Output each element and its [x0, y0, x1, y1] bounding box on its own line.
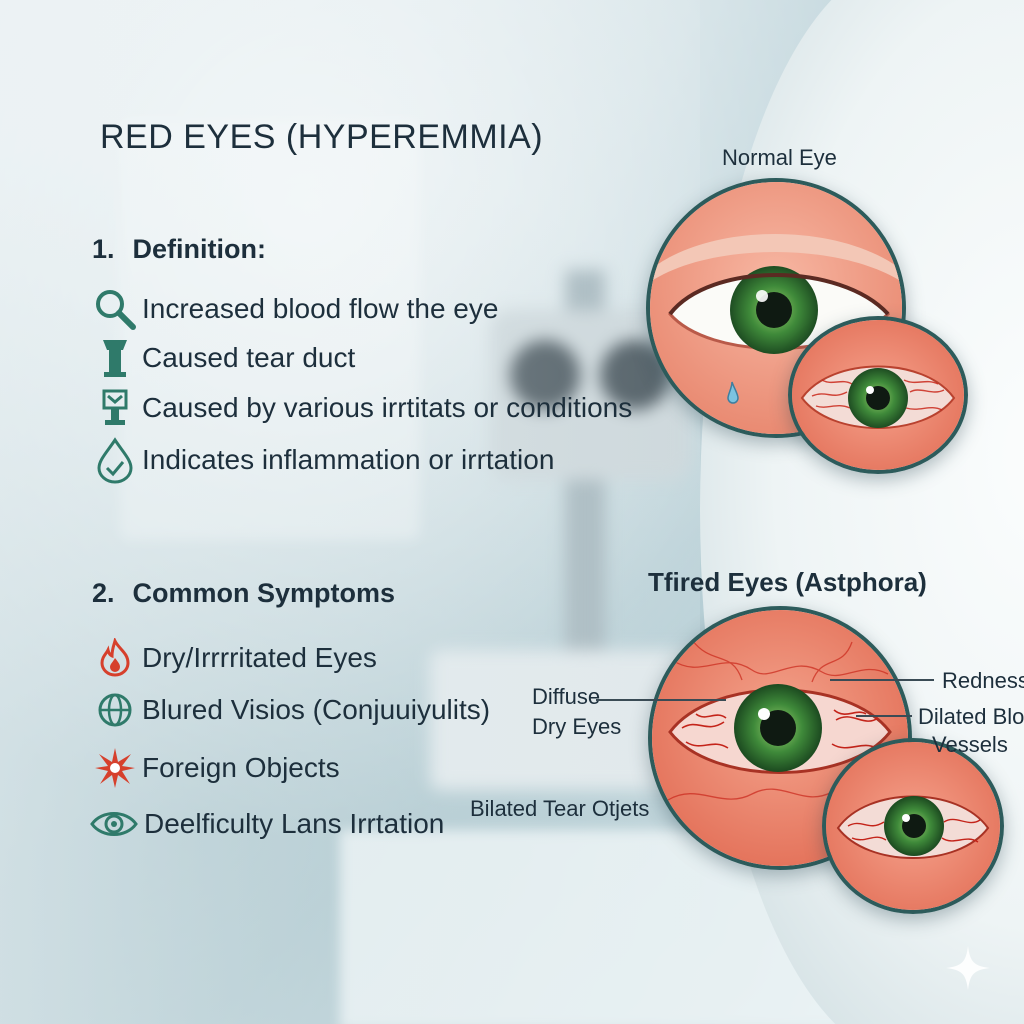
- symptoms-number: 2.: [92, 578, 115, 608]
- definition-item: Increased blood flow the eye: [92, 286, 498, 332]
- trophy-icon: [92, 385, 138, 431]
- drop-check-icon: [92, 437, 138, 484]
- symptoms-heading-text: Common Symptoms: [132, 578, 396, 608]
- background-veil: [0, 0, 700, 1024]
- definition-heading: 1. Definition:: [92, 234, 266, 265]
- tear-duct-icon: [92, 335, 138, 381]
- symptom-item-text: Dry/Irrrritated Eyes: [142, 642, 377, 673]
- red-eye-inset-bottom: [822, 738, 1004, 914]
- annotation-diffuse: Diffuse: [532, 684, 601, 709]
- symptom-item: Foreign Objects: [92, 745, 340, 791]
- normal-eye-circle: [646, 178, 906, 438]
- symptom-item: Dry/Irrrritated Eyes: [92, 635, 377, 681]
- tired-eyes-label: Tfired Eyes (Astphora): [648, 567, 927, 597]
- definition-item: Caused tear duct: [92, 335, 355, 381]
- annotation-leader-diffuse: [596, 699, 726, 701]
- annotation-leader-vessels: [856, 715, 912, 717]
- red-eye-inset-top: [788, 316, 968, 474]
- definition-item: Indicates inflammation or irrtation: [92, 437, 555, 484]
- definition-item-text: Caused by various irrtitats or condition…: [142, 392, 633, 423]
- annotation-leader-redness: [830, 679, 934, 681]
- annotation-dilated-blood: Dilated Blood: [918, 704, 1024, 729]
- symptoms-heading: 2. Common Symptoms: [92, 578, 395, 609]
- symptom-item: Blured Visios (Conjuuiyulits): [92, 687, 490, 733]
- symptom-item-text: Foreign Objects: [142, 752, 340, 783]
- symptom-item-text: Deelficulty Lans Irrtation: [144, 808, 445, 839]
- splat-icon: [92, 745, 138, 791]
- annotation-vessels: Vessels: [932, 732, 1008, 757]
- annotation-bilated: Bilated Tear Otjets: [470, 796, 650, 821]
- magnifier-icon: [92, 286, 138, 332]
- annotation-dry-eyes: Dry Eyes: [532, 714, 622, 739]
- definition-heading-text: Definition:: [132, 234, 267, 264]
- annotation-redness: Redness: [942, 668, 1024, 693]
- definition-item-text: Caused tear duct: [142, 342, 356, 373]
- tired-eye-circle: [648, 606, 912, 870]
- definition-number: 1.: [92, 234, 115, 264]
- definition-item-text: Increased blood flow the eye: [142, 293, 499, 324]
- normal-eye-label: Normal Eye: [722, 145, 837, 170]
- eye-icon: [88, 801, 140, 847]
- sparkle-icon: [944, 944, 992, 997]
- symptom-item-text: Blured Visios (Conjuuiyulits): [142, 694, 491, 725]
- definition-item-text: Indicates inflammation or irrtation: [142, 444, 555, 475]
- symptom-item: Deelficulty Lans Irrtation: [88, 801, 444, 847]
- flame-icon: [92, 635, 138, 681]
- globe-icon: [92, 687, 138, 733]
- definition-item: Caused by various irrtitats or condition…: [92, 385, 632, 431]
- page-title: RED EYES (HYPEREMMIA): [100, 118, 544, 156]
